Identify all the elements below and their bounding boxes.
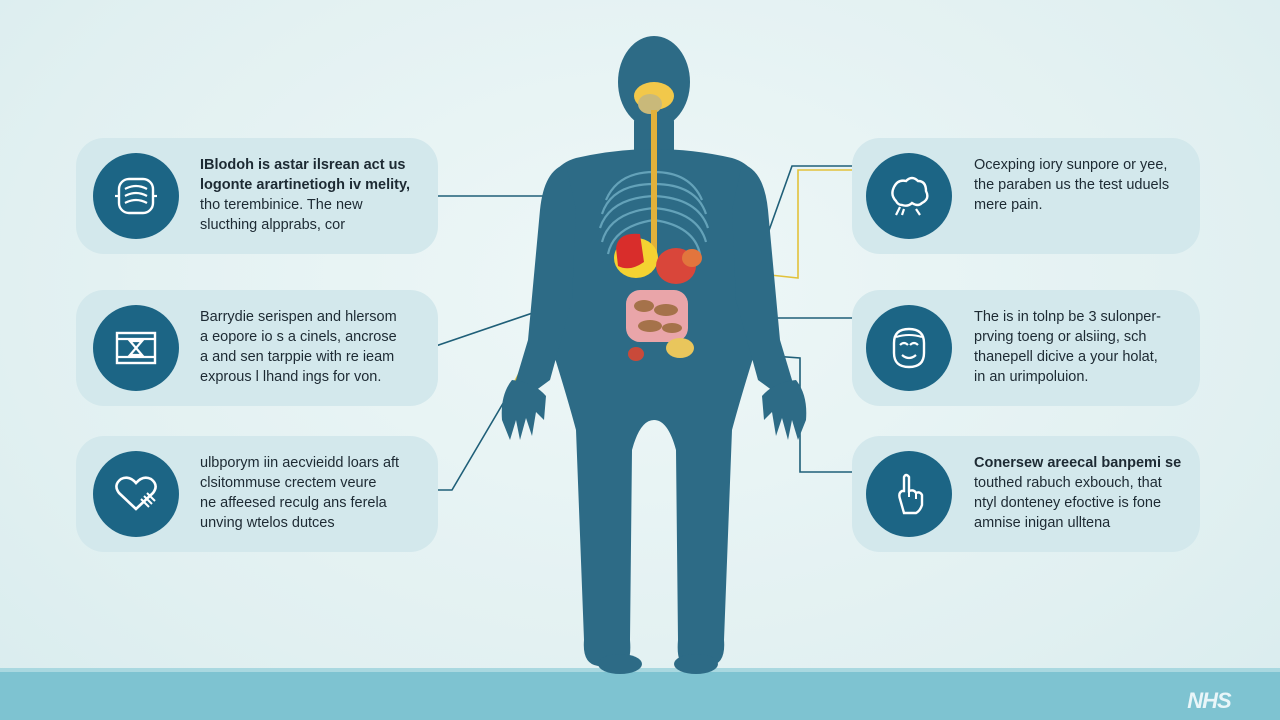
card-text-line: The is in tolnp be 3 sulonper- [974,309,1161,325]
icon-badge [866,451,952,537]
card-text-line: touthed rabuch exbouch, that [974,475,1162,491]
face-icon [892,327,926,369]
digestive-organs [614,233,702,361]
card-text-line: slucthing alpprabs, cor [200,217,346,233]
card-text-line: logonte arartinetiogh iv melity, [200,177,411,193]
info-card-pain: Conersew areecal banpemi se touthed rabu… [852,436,1200,552]
card-text-line: in an urimpoluion. [974,369,1089,385]
info-card-kidneys: Barrydie serispen and hlersom a eopore i… [76,290,438,406]
human-silhouette [501,36,807,674]
card-text: The is in tolnp be 3 sulonper- prving to… [974,307,1161,387]
card-text-line: unving wtelos dutces [200,515,335,531]
nhs-logo: NHS [1187,688,1231,713]
card-text-line: amnise inigan ulltena [974,515,1111,531]
card-text: Barrydie serispen and hlersom a eopore i… [200,307,397,387]
floor-highlight [0,668,1280,674]
stomach-icon [115,177,157,215]
card-text-line: clsitommuse crectem veure [200,475,377,491]
info-card-face: The is in tolnp be 3 sulonper- prving to… [852,290,1200,406]
brain-and-spine [634,82,674,260]
card-text-line: exprous l lhand ings for von. [200,369,382,385]
hourglass-icon [115,331,157,365]
icon-badge [866,153,952,239]
card-text: Conersew areecal banpemi se touthed rabu… [974,453,1181,533]
icon-badge [93,451,179,537]
card-text-line: thanepell dicive a your holat, [974,349,1158,365]
finger-icon [898,473,924,515]
card-text-line: a and sen tarppie with re ieam [200,349,395,365]
icon-badge [866,305,952,391]
card-text-line: ulbporym iin aecvieidd loars aft [200,455,400,471]
card-text-line: Conersew areecal banpemi se [974,455,1182,471]
info-card-heart: ulbporym iin aecvieidd loars aft clsitom… [76,436,438,552]
card-text: IBlodoh is astar ilsrean act us logonte … [200,155,410,235]
heart-icon [115,476,157,511]
icon-badge [93,305,179,391]
icon-badge [93,153,179,239]
card-text-line: ne affeesed reculg ans ferela [200,495,387,511]
card-text-line: prving toeng or alsiing, sch [974,329,1147,345]
brain-icon [891,176,929,216]
card-text-line: IBlodoh is astar ilsrean act us [200,157,406,173]
card-text-line: the paraben us the test uduels [974,177,1170,193]
card-text-line: mere pain. [974,197,1043,213]
card-text-line: Barrydie serispen and hlersom [200,309,397,325]
info-card-digestion: IBlodoh is astar ilsrean act us logonte … [76,138,438,254]
card-text-line: a eopore io s a cinels, ancrose [200,329,397,345]
card-text: ulbporym iin aecvieidd loars aft clsitom… [200,453,399,533]
info-card-brain: Ocexping iory sunpore or yee, the parabe… [852,138,1200,254]
card-text: Ocexping iory sunpore or yee, the parabe… [974,155,1169,215]
floor-band [0,672,1280,720]
card-text-line: ntyl donteney efoctive is fone [974,495,1162,511]
card-text-line: tho terembinice. The new [200,197,363,213]
card-text-line: Ocexping iory sunpore or yee, [974,157,1168,173]
